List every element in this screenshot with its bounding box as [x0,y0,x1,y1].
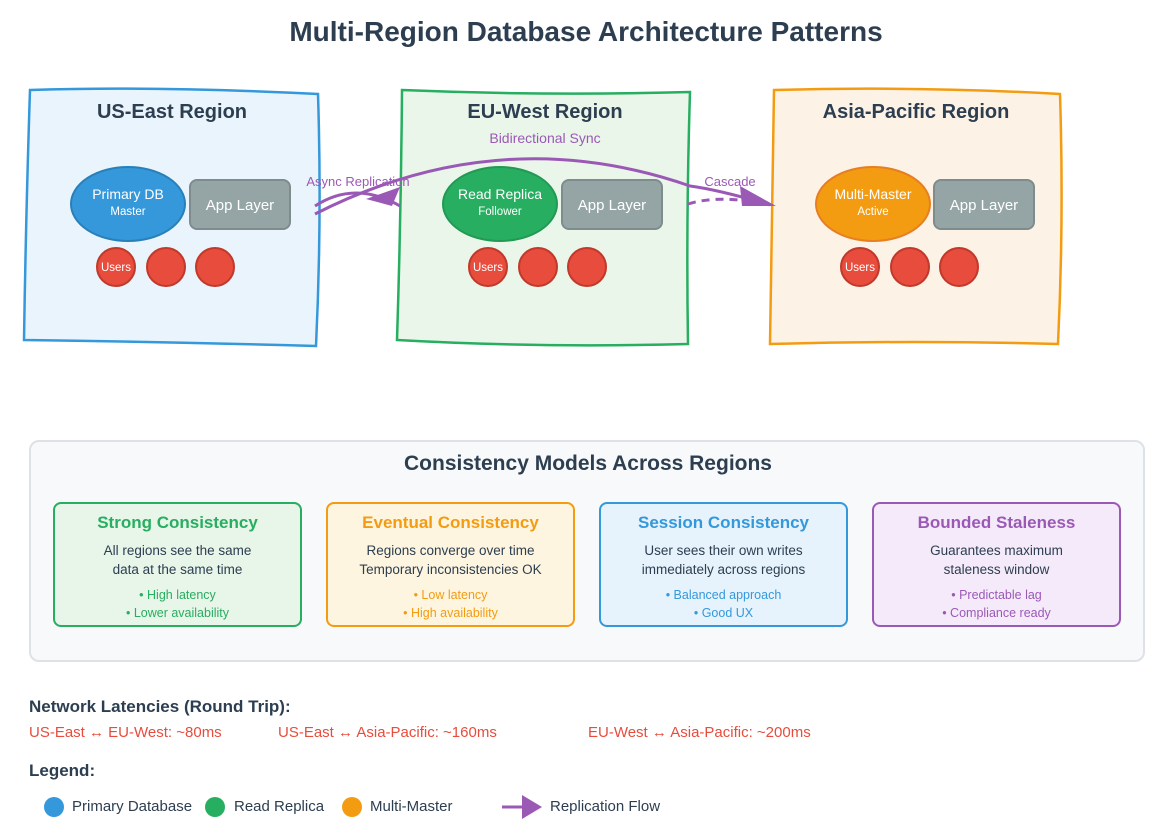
legend-label-replication: Replication Flow [550,798,661,815]
app-layer-label-asia-pacific: App Layer [950,197,1018,214]
card-point: • High latency [139,588,216,602]
card-point: • Low latency [413,588,488,602]
card-title: Session Consistency [637,513,809,532]
latency-title: Network Latencies (Round Trip): [29,697,291,716]
page-title: Multi-Region Database Architecture Patte… [289,16,883,47]
app-layer-asia-pacific [933,179,1035,230]
consistency-card-session: Session Consistency User sees their own … [599,502,848,627]
read-replica-node [442,166,558,242]
card-desc-line: User sees their own writes [644,543,803,558]
card-desc-line: Guarantees maximum [930,543,1063,558]
user-node [96,247,136,287]
read-replica-label: Read Replica [458,186,542,202]
arrowhead-cascade [740,186,776,206]
app-layer-eu-west [561,179,663,230]
cascade-label: Cascade [704,174,755,189]
bidirectional-sync-flow [314,157,771,216]
architecture-diagram: US-East Region EU-West Region Asia-Pacif… [22,87,1063,348]
card-point: • Lower availability [125,606,230,620]
card-title: Strong Consistency [97,513,258,532]
consistency-card-strong: Strong Consistency All regions see the s… [53,502,302,627]
region-name-asia-pacific: Asia-Pacific Region [823,101,1010,123]
card-desc-line: data at the same time [112,562,243,577]
card-point: • Compliance ready [942,606,1051,620]
user-node [840,247,880,287]
region-name-eu-west: EU-West Region [467,101,622,123]
latency-us-east-asia-pacific: US-East ↔ Asia-Pacific: ~160ms [278,724,497,741]
read-replica-role: Follower [478,206,522,218]
primary-db-role: Master [110,206,145,218]
card-desc-line: Regions converge over time [366,543,535,558]
users-label-us-east: Users [101,262,131,274]
card-desc-line: Temporary inconsistencies OK [359,562,542,577]
consistency-card-eventual: Eventual Consistency Regions converge ov… [326,502,575,627]
multi-master-label: Multi-Master [834,186,911,202]
latency-eu-west-asia-pacific: EU-West ↔ Asia-Pacific: ~200ms [588,724,811,741]
multi-master-node [815,166,931,242]
user-node [567,247,607,287]
user-node [146,247,186,287]
arrowhead-async [366,187,400,206]
consistency-card-bounded: Bounded Staleness Guarantees maximum sta… [872,502,1121,627]
card-desc-line: immediately across regions [641,562,806,577]
card-title: Eventual Consistency [362,513,539,532]
legend-label-replica: Read Replica [234,798,325,815]
user-node [518,247,558,287]
async-replication-label: Async Replication [306,174,409,189]
users-label-asia-pacific: Users [845,262,875,274]
users-label-eu-west: Users [473,262,503,274]
multi-master-role: Active [857,206,888,218]
card-point: • Predictable lag [951,588,1042,602]
user-node [939,247,979,287]
user-node [468,247,508,287]
app-layer-label-us-east: App Layer [206,197,274,214]
card-desc-line: staleness window [943,562,1050,577]
card-point: • Good UX [693,606,754,620]
consistency-title: Consistency Models Across Regions [404,452,772,475]
card-desc-line: All regions see the same [103,543,252,558]
legend-dot-primary [44,797,64,817]
latency-us-east-eu-west: US-East ↔ EU-West: ~80ms [29,724,222,741]
primary-db-label: Primary DB [92,186,164,202]
card-point: • Balanced approach [665,588,782,602]
legend-label-multi-master: Multi-Master [370,798,453,815]
card-title: Bounded Staleness [917,513,1076,532]
user-node [195,247,235,287]
user-node [890,247,930,287]
legend-arrow-icon [502,795,542,819]
app-layer-label-eu-west: App Layer [578,197,646,214]
legend-label-primary: Primary Database [72,798,193,815]
bidirectional-sync-label: Bidirectional Sync [489,130,600,146]
legend-dot-multi-master [342,797,362,817]
app-layer-us-east [189,179,291,230]
card-point: • High availability [403,606,498,620]
region-name-us-east: US-East Region [97,101,247,123]
primary-db-node [70,166,186,242]
legend-dot-replica [205,797,225,817]
legend-title: Legend: [29,761,96,780]
